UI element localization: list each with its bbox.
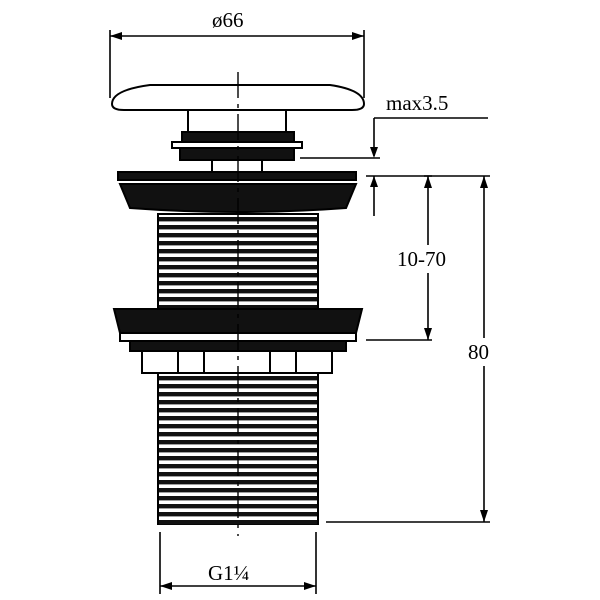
plunger	[171, 109, 303, 172]
diameter-dimension	[109, 30, 365, 98]
thread-ridge	[159, 520, 317, 525]
hex-nut	[141, 350, 333, 374]
flange	[117, 171, 358, 213]
thread-ridge	[159, 225, 317, 230]
range-label: 10-70	[397, 247, 446, 271]
diameter-label: ø66	[212, 8, 244, 32]
thread-ridge	[159, 233, 317, 238]
thread-ridge	[159, 432, 317, 437]
thread-label: G1¼	[208, 561, 249, 585]
thread-dimension	[159, 532, 317, 594]
thread-ridge	[159, 488, 317, 493]
max-thickness-label: max3.5	[386, 91, 448, 115]
thread-ridge	[159, 392, 317, 397]
thread-ridge	[159, 265, 317, 270]
max-thickness-dimension	[300, 117, 488, 216]
height-label: 80	[468, 340, 489, 364]
height-dimension	[326, 175, 490, 523]
thread-ridge	[159, 400, 317, 405]
